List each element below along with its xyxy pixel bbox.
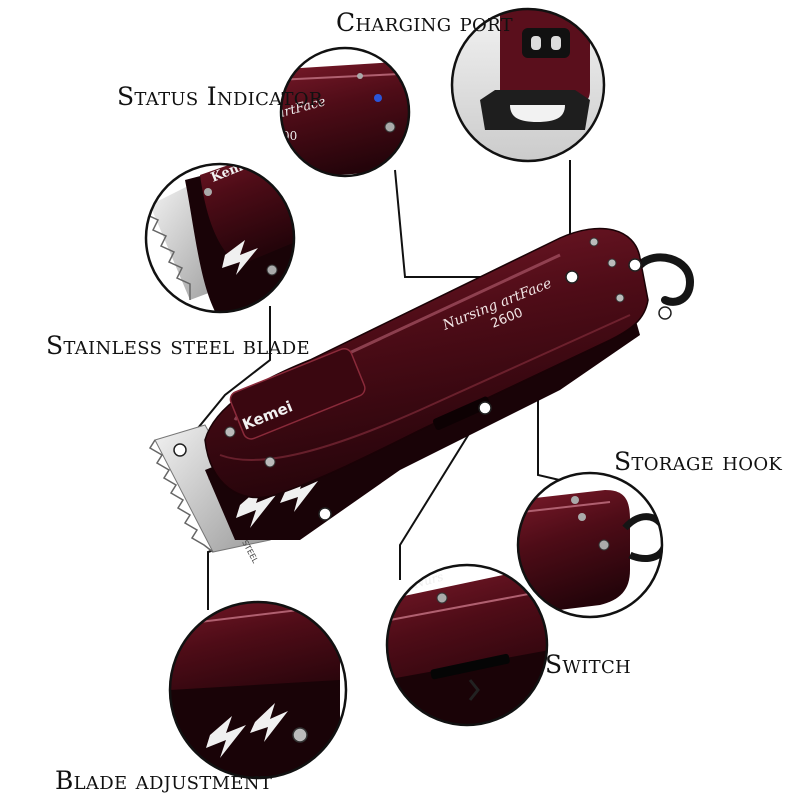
label-blade-adjustment: Blade adjustment	[55, 766, 273, 795]
label-switch: Switch	[545, 650, 632, 679]
zoom-stainless-blade: Kemei	[144, 162, 296, 314]
leader-switch	[399, 407, 486, 580]
storage-hook	[636, 253, 695, 306]
zoom-switch: Nurs	[385, 563, 549, 727]
leader-hook	[537, 398, 569, 483]
clipper-main: KEMEI STAINLESS STEEL Kemei Nursing artF…	[148, 227, 695, 565]
callout-dots	[173, 258, 672, 521]
label-status-indicator: Status Indicator	[117, 82, 323, 111]
logo-plate	[229, 347, 366, 440]
body-highlight-2	[219, 314, 631, 461]
label-storage-hook: Storage hook	[614, 447, 783, 476]
zoom-status-indicator: artFace 00	[279, 46, 411, 178]
main-body	[204, 227, 649, 499]
label-charging-port: Charging port	[336, 8, 513, 37]
label-stainless-steel-blade: Stainless steel blade	[46, 331, 310, 360]
zoom-blade-adjustment	[168, 600, 348, 780]
leader-blade	[179, 306, 271, 451]
bolt-pattern	[236, 473, 318, 528]
switch-slot	[432, 396, 491, 431]
zoom-charging-port	[450, 7, 606, 163]
zoom-storage-hook	[516, 471, 664, 619]
screws	[224, 237, 625, 468]
main-blade-teeth	[148, 439, 214, 553]
